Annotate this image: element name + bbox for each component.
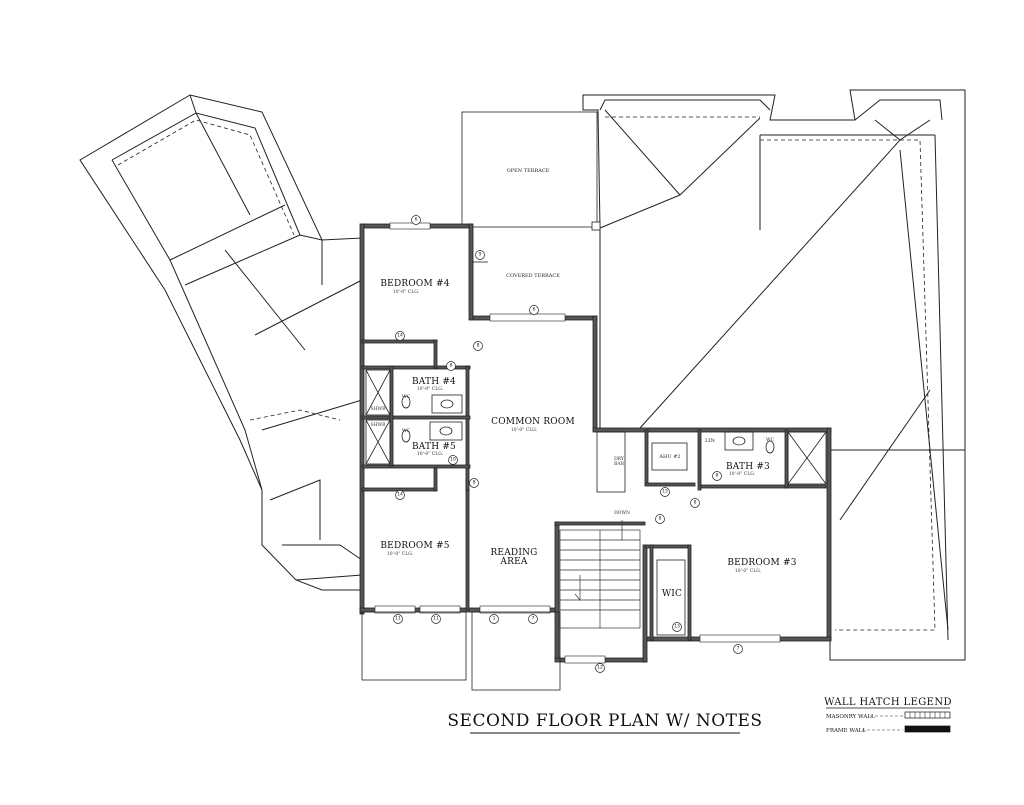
label-dry-bar-2: BAR xyxy=(614,461,625,467)
legend-title: WALL HATCH LEGEND xyxy=(824,697,952,708)
label-reading-area-2: AREA xyxy=(499,557,527,567)
legend-masonry-label: MASONRY WALL xyxy=(826,714,875,720)
label-wc-3: WC xyxy=(766,437,775,443)
clg-bath-5: 10'-0" CLG. xyxy=(417,451,444,457)
left-roof-wing xyxy=(79,94,363,591)
clg-bedroom-3: 10'-0" CLG. xyxy=(735,568,762,574)
callout-tag: 8 xyxy=(659,516,662,522)
callout-tag: 6 xyxy=(415,217,418,223)
callout-tag: 13 xyxy=(674,624,680,630)
label-bedroom-4: BEDROOM #4 xyxy=(380,279,449,289)
open-terrace xyxy=(461,111,601,231)
clg-common-room: 10'-0" CLG. xyxy=(511,427,538,433)
label-bath-3: BATH #3 xyxy=(726,462,770,472)
legend-frame-label: FRAME WALL xyxy=(826,728,866,734)
callout-tag: 1 xyxy=(493,616,496,622)
callout-bubbles: 6 9 6 8 8 14 8 10 14 8 11 11 1 7 12 15 8… xyxy=(393,215,743,673)
label-bath-5: BATH #5 xyxy=(412,442,456,452)
drawing-title: SECOND FLOOR PLAN W/ NOTES xyxy=(447,711,762,731)
callout-tag: 14 xyxy=(397,492,403,498)
callout-tag: 11 xyxy=(395,616,401,622)
label-bath-4: BATH #4 xyxy=(412,377,456,387)
label-covered-terrace: COVERED TERRACE xyxy=(506,273,560,279)
callout-tag: 12 xyxy=(597,665,603,671)
label-shwr-1: SHWR xyxy=(370,406,386,412)
label-reading-area-1: READING xyxy=(490,548,537,558)
shower-stalls xyxy=(365,369,827,485)
label-lin: LIN xyxy=(705,438,715,444)
callout-tag: 9 xyxy=(479,252,482,258)
label-common-room: COMMON ROOM xyxy=(491,417,575,427)
right-roof-area xyxy=(582,89,966,661)
label-ahu: AHU #2 xyxy=(658,454,680,460)
callout-tag: 6 xyxy=(533,307,536,313)
callout-tag: 11 xyxy=(433,616,439,622)
callout-tag: 7 xyxy=(737,646,740,652)
staircase xyxy=(559,520,641,629)
clg-bath-3: 10'-0" CLG. xyxy=(729,471,756,477)
label-down: DOWN xyxy=(614,510,630,516)
label-bedroom-5: BEDROOM #5 xyxy=(380,541,449,551)
label-wc-1: WC xyxy=(402,394,411,400)
callout-tag: 15 xyxy=(662,489,668,495)
callout-tag: 8 xyxy=(694,500,697,506)
fixtures xyxy=(401,394,775,636)
label-dry-bar-1: DRY xyxy=(614,456,625,462)
callout-tag: 14 xyxy=(397,333,403,339)
label-bedroom-3: BEDROOM #3 xyxy=(727,558,796,568)
callout-tag: 7 xyxy=(532,616,535,622)
openings xyxy=(374,222,781,664)
clg-bedroom-5: 10'-0" CLG. xyxy=(387,551,414,557)
wall-hatch-legend: WALL HATCH LEGEND MASONRY WALL FRAME WAL… xyxy=(824,697,952,734)
callout-tag: 8 xyxy=(450,363,453,369)
balconies xyxy=(361,611,561,691)
interior-walls xyxy=(361,339,827,641)
callout-tag: 8 xyxy=(473,480,476,486)
callout-tag: 8 xyxy=(716,473,719,479)
clg-bedroom-4: 10'-0" CLG. xyxy=(393,289,420,295)
label-wc-2: WC xyxy=(402,428,411,434)
callout-tag: 8 xyxy=(477,343,480,349)
callout-tag: 10 xyxy=(450,457,456,463)
label-open-terrace: OPEN TERRACE xyxy=(507,168,550,174)
label-shwr-2: SHWR xyxy=(370,422,386,428)
label-wic: WIC xyxy=(662,589,682,599)
clg-bath-4: 10'-0" CLG. xyxy=(417,386,444,392)
